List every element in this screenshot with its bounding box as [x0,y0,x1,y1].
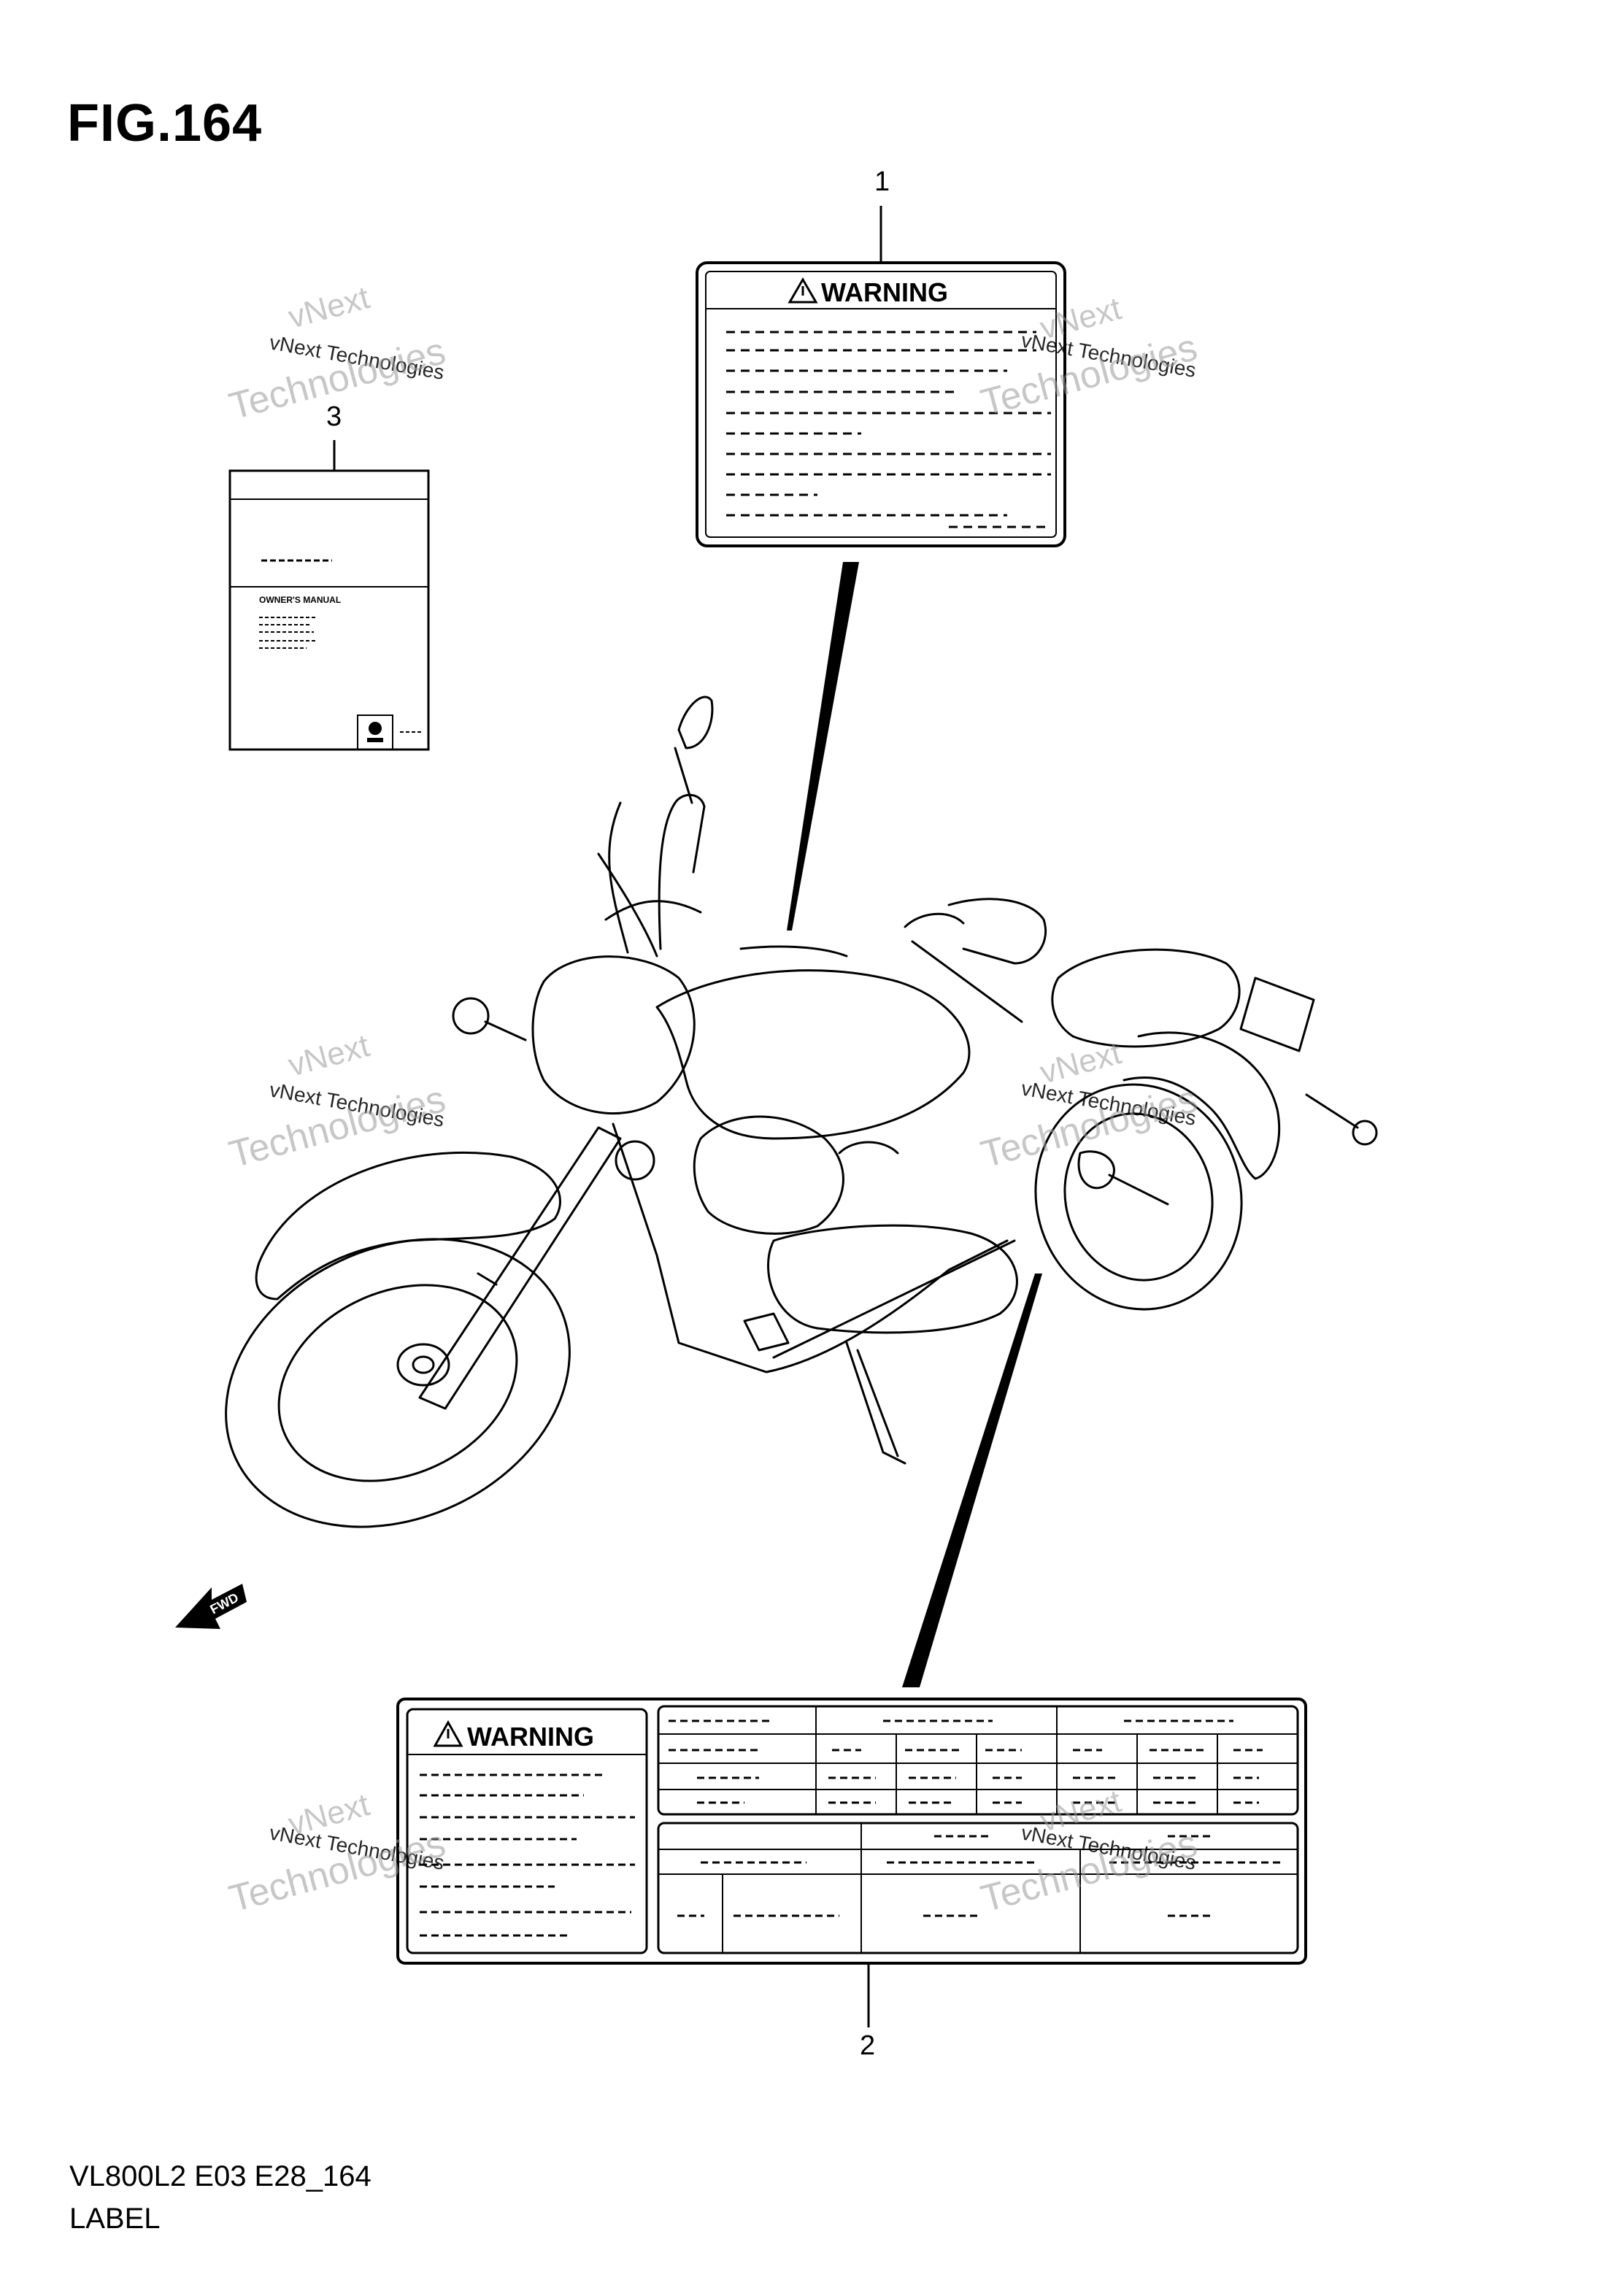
manual-title: OWNER'S MANUAL [259,595,341,605]
svg-text:vNext: vNext [285,1028,373,1083]
warning-label-2[interactable]: WARNING [396,1698,1307,1965]
pointer-label-2 [902,1274,1042,1687]
warning-triangle-icon [788,277,818,304]
motorcycle-illustration [225,696,1378,1528]
callout-1[interactable]: 1 [874,166,890,197]
svg-text:vNext: vNext [285,280,373,335]
brand-logo-icon [369,722,382,735]
model-code: VL800L2 E03 E28_164 [69,2160,371,2192]
callout-3[interactable]: 3 [326,401,342,432]
pointer-label-1 [787,562,859,931]
figure-title: FIG.164 [67,94,263,153]
warning-label-1[interactable]: WARNING [696,261,1066,547]
label-1-heading: WARNING [821,277,948,307]
figure-caption: LABEL [69,2203,161,2235]
fwd-arrow-icon: FWD [175,1584,247,1629]
callout-2[interactable]: 2 [860,2030,876,2061]
label-2-heading: WARNING [467,1722,594,1752]
owners-manual[interactable]: OWNER'S MANUAL [228,469,430,751]
warning-triangle-icon-2 [433,1719,463,1747]
